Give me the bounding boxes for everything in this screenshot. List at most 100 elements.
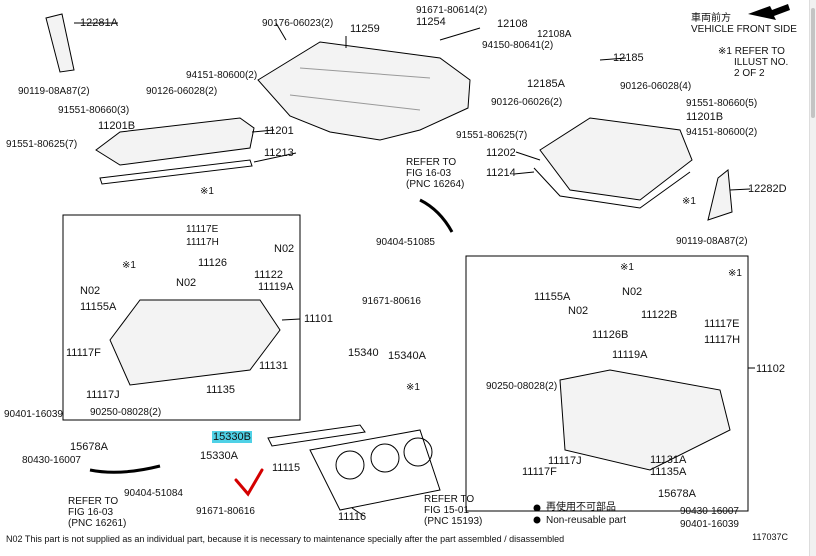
part-12185: 12185 bbox=[613, 52, 644, 64]
part-90401-16039-right: 90401-16039 bbox=[680, 519, 739, 530]
part-N02-a: N02 bbox=[274, 243, 295, 255]
part-90126-06028-2: 90126-06028(2) bbox=[146, 86, 218, 97]
part-11254: 11254 bbox=[416, 16, 446, 28]
part-N02-b: N02 bbox=[80, 285, 101, 297]
part-91551-80660-5: 91551-80660(5) bbox=[686, 98, 758, 109]
part-15678A-left: 15678A bbox=[70, 441, 108, 453]
refer-note-line1: ※1 REFER TO bbox=[718, 46, 785, 57]
part-90430-16007: 90430-16007 bbox=[680, 506, 739, 517]
part-80430-16007: 80430-16007 bbox=[22, 455, 81, 466]
part-15340A: 15340A bbox=[388, 350, 426, 362]
part-11117J-left: 11117J bbox=[86, 389, 120, 401]
star-note-1: ※1 bbox=[200, 186, 214, 197]
refer-top-line2: FIG 16-03 bbox=[406, 168, 452, 179]
right-head-cover bbox=[539, 117, 693, 201]
engine-cover bbox=[257, 41, 471, 141]
refer-bottom-line2: FIG 15-01 bbox=[424, 505, 470, 516]
part-91551-80625-left: 91551-80625(7) bbox=[6, 139, 78, 150]
vehicle-front-label-jp: 車両前方 bbox=[691, 13, 731, 24]
vertical-scrollbar[interactable] bbox=[809, 0, 816, 556]
part-11214: 11214 bbox=[486, 167, 516, 179]
part-11155A-right: 11155A bbox=[534, 291, 571, 303]
part-11102: 11102 bbox=[756, 363, 785, 375]
part-11201B-right: 11201B bbox=[686, 111, 724, 123]
part-11126B: 11126B bbox=[592, 329, 629, 341]
part-11131A: 11131A bbox=[650, 454, 687, 466]
star-note-4: ※1 bbox=[620, 262, 634, 273]
part-N02-d: N02 bbox=[622, 286, 643, 298]
part-12108: 12108 bbox=[497, 18, 528, 30]
star-note-3: ※1 bbox=[406, 382, 420, 393]
bracket-12281A bbox=[45, 13, 75, 73]
part-94150-80641: 94150-80641(2) bbox=[482, 40, 554, 51]
part-90404-51085: 90404-51085 bbox=[376, 237, 435, 248]
part-11119A-left: 11119A bbox=[258, 281, 294, 293]
part-11135-left: 11135 bbox=[206, 384, 235, 396]
part-11116: 11116 bbox=[338, 511, 367, 523]
part-91551-80660-3: 91551-80660(3) bbox=[58, 105, 130, 116]
refer-top-line1: REFER TO bbox=[406, 157, 457, 168]
part-11202: 11202 bbox=[486, 147, 516, 159]
part-12282D: 12282D bbox=[748, 183, 787, 195]
part-91671-80616-mid: 91671-80616 bbox=[362, 296, 421, 307]
bracket-12282D bbox=[707, 169, 733, 221]
part-12281A: 12281A bbox=[80, 17, 118, 29]
part-11117E-left: 11117E bbox=[186, 224, 219, 235]
part-90176-06023: 90176-06023(2) bbox=[262, 18, 334, 29]
part-11213: 11213 bbox=[264, 147, 294, 159]
legend-reuse-jp: 再使用不可部品 bbox=[546, 502, 616, 513]
star-note-2: ※1 bbox=[122, 260, 136, 271]
part-15330B: 15330B bbox=[212, 431, 252, 443]
part-11115: 11115 bbox=[272, 462, 301, 474]
red-annotation-mark bbox=[234, 468, 264, 497]
part-90401-16039-left: 90401-16039 bbox=[4, 409, 63, 420]
part-11117J-right: 11117J bbox=[548, 455, 582, 467]
part-90126-06028-4: 90126-06028(4) bbox=[620, 81, 692, 92]
right-cylinder-head bbox=[559, 369, 731, 471]
part-15678A-right: 15678A bbox=[658, 488, 696, 500]
part-90404-51084: 90404-51084 bbox=[124, 488, 183, 499]
part-11122-left: 11122 bbox=[254, 269, 283, 281]
hose-lower bbox=[89, 464, 161, 474]
part-11119A-right: 11119A bbox=[612, 349, 648, 361]
refer-bottom-line1: REFER TO bbox=[424, 494, 475, 505]
hose-upper bbox=[419, 198, 454, 233]
legend-symbols bbox=[533, 504, 541, 524]
refer-note-line2: ILLUST NO. bbox=[734, 57, 789, 68]
refer-bottom-line3: (PNC 15193) bbox=[424, 516, 483, 527]
refer-note-line3: 2 OF 2 bbox=[734, 68, 765, 79]
scrollbar-thumb[interactable] bbox=[811, 8, 815, 118]
part-11259: 11259 bbox=[350, 23, 380, 35]
part-91551-80625-right: 91551-80625(7) bbox=[456, 130, 528, 141]
head-gasket-11116 bbox=[309, 429, 441, 511]
part-94151-80600-left: 94151-80600(2) bbox=[186, 70, 258, 81]
part-11117F-right: 11117F bbox=[522, 466, 557, 478]
part-91671-80614: 91671-80614(2) bbox=[416, 5, 488, 16]
refer-bl-line1: REFER TO bbox=[68, 496, 119, 507]
star-note-6: ※1 bbox=[682, 196, 696, 207]
part-11201: 11201 bbox=[264, 125, 294, 137]
part-90119-08A87-right: 90119-08A87(2) bbox=[676, 236, 748, 247]
refer-bl-line2: FIG 16-03 bbox=[68, 507, 114, 518]
part-90126-06026: 90126-06026(2) bbox=[491, 97, 563, 108]
legend-nonreusable: Non-reusable part bbox=[546, 515, 627, 526]
part-11126-left: 11126 bbox=[198, 257, 227, 269]
part-11201B-left: 11201B bbox=[98, 120, 136, 132]
part-12185A: 12185A bbox=[527, 78, 565, 90]
vehicle-front-label-en: VEHICLE FRONT SIDE bbox=[691, 24, 797, 35]
part-N02-c: N02 bbox=[176, 277, 197, 289]
part-15340: 15340 bbox=[348, 347, 379, 359]
left-head-cover bbox=[95, 117, 255, 166]
left-head-box bbox=[62, 214, 301, 421]
part-11117H-right: 11117H bbox=[704, 334, 741, 346]
part-12108A: 12108A bbox=[537, 29, 572, 40]
part-11117F-left: 11117F bbox=[66, 347, 101, 359]
part-11117H-left: 11117H bbox=[186, 237, 219, 248]
part-11101: 11101 bbox=[304, 313, 333, 325]
footer-note: N02 This part is not supplied as an indi… bbox=[6, 534, 565, 544]
part-94151-80600-right: 94151-80600(2) bbox=[686, 127, 758, 138]
part-N02-e: N02 bbox=[568, 305, 589, 317]
right-head-box bbox=[465, 255, 749, 512]
